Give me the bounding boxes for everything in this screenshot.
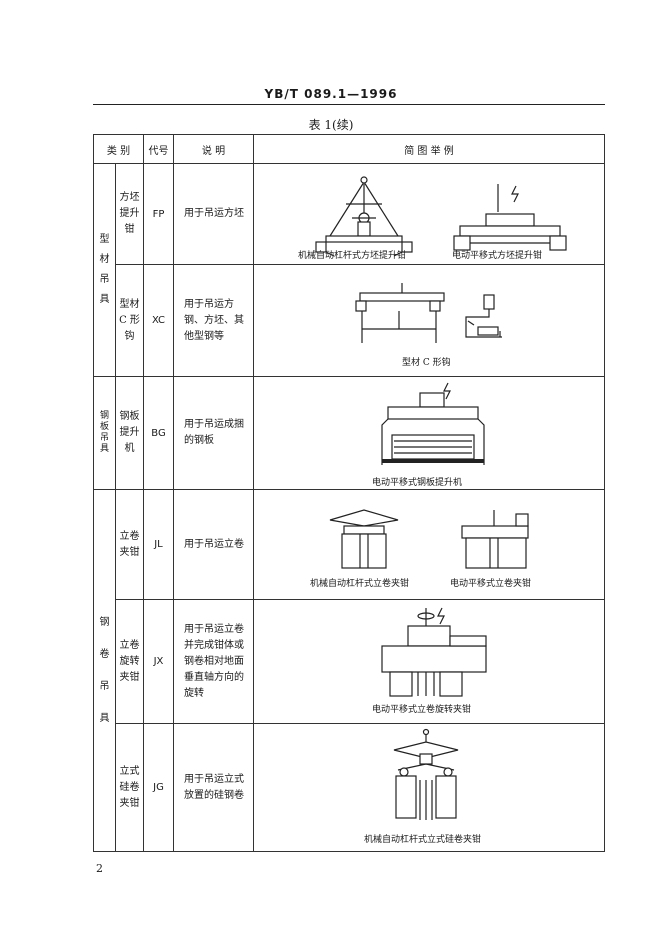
item-description: 用于吊运方钢、方坯、其他型钢等: [173, 264, 254, 377]
item-code: JG: [143, 723, 174, 852]
col-header-category: 类 别: [93, 134, 144, 164]
header-rule: [93, 104, 605, 105]
table-row: 钢卷吊具 立卷夹钳 JL 用于吊运立卷 机械自动杠杆式立卷夹钳 电动平移式立卷夹…: [93, 489, 605, 852]
plate-lifter-figure: [381, 382, 485, 465]
category-profile: 型材吊具: [93, 163, 116, 377]
item-code: FP: [143, 163, 174, 265]
item-name: 钢板提升机: [115, 376, 144, 490]
figure-cell: 机械自动杠杆式方坯提升钳 电动平移式方坯提升钳: [253, 163, 605, 265]
item-description: 用于吊运立卷: [173, 489, 254, 600]
figure-cell: 机械自动杠杆式立式硅卷夹钳: [253, 723, 605, 852]
figure-caption: 型材 C 形钩: [402, 358, 451, 368]
col-header-code: 代号: [143, 134, 174, 164]
item-name: 立卷旋转夹钳: [115, 599, 144, 724]
rotating-coil-tong-figure: [381, 607, 487, 697]
lever-billet-tong-figure: [315, 176, 413, 257]
item-name-part: 提升: [119, 427, 140, 438]
figure-cell: 机械自动杠杆式立卷夹钳 电动平移式立卷夹钳: [253, 489, 605, 600]
table-row: 钢板吊具 钢板提升机 BG 用于吊运成捆的钢板 电动平移式钢板提升机: [93, 376, 605, 490]
figure-caption: 电动平移式立卷夹钳: [450, 579, 532, 589]
item-description: 用于吊运方坯: [173, 163, 254, 265]
table-title: 表 1(续): [308, 118, 354, 132]
c-hook-figure: [355, 283, 502, 343]
category-coil: 钢卷吊具: [93, 489, 116, 852]
figure-caption: 电动平移式方坯提升钳: [452, 251, 543, 261]
figure-caption: 电动平移式钢板提升机: [372, 478, 463, 488]
figure-caption: 机械自动杠杆式方坯提升钳: [298, 251, 407, 261]
item-name-part: 钢板: [119, 411, 140, 422]
item-code: XC: [143, 264, 174, 377]
item-code: JX: [143, 599, 174, 724]
item-description: 用于吊运立式放置的硅钢卷: [173, 723, 254, 852]
figure-cell: 电动平移式钢板提升机: [253, 376, 605, 490]
item-name: 方坯提升钳: [115, 163, 144, 265]
figure-caption: 机械自动杠杆式立式硅卷夹钳: [364, 835, 482, 845]
item-name: 立卷夹钳: [115, 489, 144, 600]
item-description: 用于吊运立卷并完成钳体或钢卷相对地面垂直轴方向的旋转: [173, 599, 254, 724]
table-header-row: 类 别 代号 说 明 简 图 举 例: [93, 134, 605, 164]
spreader-table: 类 别 代号 说 明 简 图 举 例 型材吊具 方坯提升钳 FP 用于吊运方坯: [93, 134, 605, 852]
figure-caption: 电动平移式立卷旋转夹钳: [372, 705, 472, 715]
item-code: JL: [143, 489, 174, 600]
figure-caption: 机械自动杠杆式立卷夹钳: [310, 579, 410, 589]
item-name-part: 机: [124, 443, 135, 454]
silicon-coil-tong-figure: [393, 728, 459, 820]
table-row: 立式硅卷夹钳 JG 用于吊运立式放置的硅钢卷 机械自动杠杆式立式硅卷夹钳: [94, 723, 605, 852]
figure-cell: 电动平移式立卷旋转夹钳: [253, 599, 605, 724]
item-code: BG: [143, 376, 174, 490]
item-name: 立式硅卷夹钳: [115, 723, 144, 852]
table-row: 型材吊具 方坯提升钳 FP 用于吊运方坯: [93, 163, 605, 377]
figure-cell: 型材 C 形钩: [253, 264, 605, 377]
item-description: 用于吊运成捆的钢板: [173, 376, 254, 490]
page-number: 2: [96, 862, 103, 875]
electric-billet-tong-figure: [453, 184, 567, 251]
col-header-figure: 简 图 举 例: [253, 134, 605, 164]
table-row: 立卷旋转夹钳 JX 用于吊运立卷并完成钳体或钢卷相对地面垂直轴方向的旋转 电动平…: [94, 599, 605, 724]
standard-code: YB/T 089.1—1996: [264, 87, 398, 101]
category-plate: 钢板吊具: [93, 376, 116, 490]
col-header-description: 说 明: [173, 134, 254, 164]
coil-tong-figures: [329, 509, 529, 569]
